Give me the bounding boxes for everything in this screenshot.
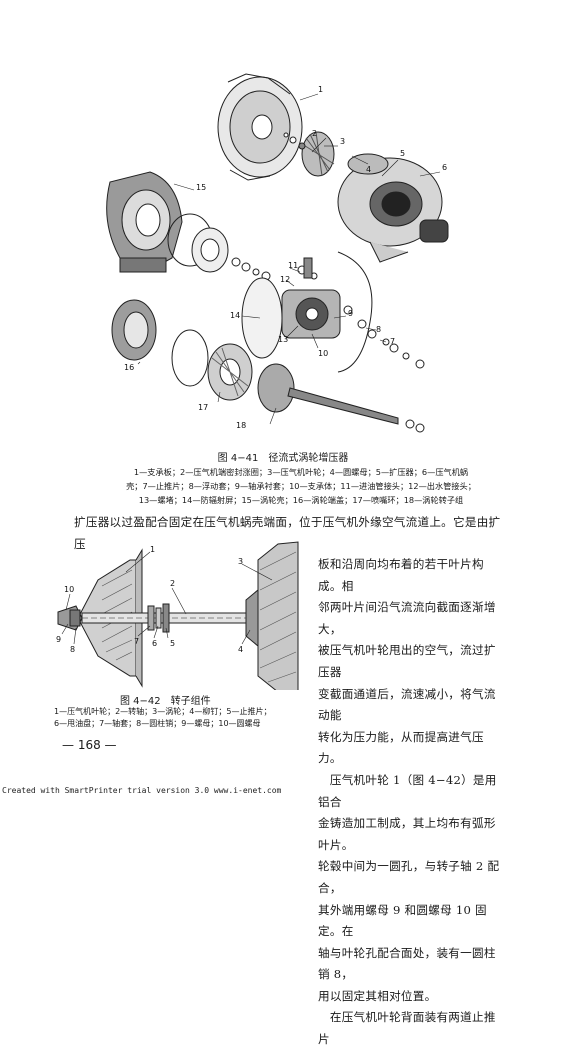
figure-4-42-caption: 图 4−42 转子组件: [120, 696, 211, 707]
support-plate-drawing: [217, 73, 303, 181]
fig41-label-12: 12: [280, 275, 290, 284]
fig41-label-11: 11: [288, 261, 298, 270]
fig42-label-8: 8: [70, 645, 75, 654]
fig42-label-6: 6: [152, 639, 157, 648]
turbine-end-cover-drawing: [111, 299, 209, 387]
legend-line: 13—螺堵；14—防辐射屏；15—涡轮壳；16—涡轮端盖；17—喷嘴环；18—涡…: [138, 495, 464, 505]
text-line: 轴与叶轮孔配合面处，装有一圆柱销 8，: [318, 945, 496, 982]
fig42-label-2: 2: [170, 579, 175, 588]
turbine-rotor-drawing: [257, 363, 425, 433]
fig41-label-4: 4: [366, 165, 371, 174]
fig41-label-2: 2: [312, 129, 317, 138]
fig42-label-3: 3: [238, 557, 243, 566]
turbine-housing-drawing: [106, 171, 183, 273]
figure-4-42-rotor-drawing: 1 2 3 4 5 6 7 8 9 10: [56, 541, 299, 690]
figure-4-41-exploded-drawing: 1 2 3 4 5 6 7 8 9 10 11 12 13 14 15 16 1…: [106, 73, 449, 433]
text-line: 转化为压力能，从而提高进气压力。: [318, 729, 484, 766]
nozzle-ring-drawing: [207, 343, 253, 401]
text-line: 轮毂中间为一圆孔，与转子轴 2 配合，: [318, 859, 500, 895]
fig41-label-8: 8: [376, 325, 381, 334]
text-line: 金铸造加工制成，其上均布有弧形叶片。: [318, 816, 496, 852]
fig41-label-13: 13: [278, 335, 288, 344]
fig41-label-15: 15: [196, 183, 206, 192]
fig41-label-18: 18: [236, 421, 246, 430]
legend-line: 1—压气机叶轮；2—转轴；3—涡轮；4—柳钉；5—止推片；: [54, 707, 272, 716]
fig42-label-5: 5: [170, 639, 175, 648]
text-line: 在压气机叶轮背面装有两道止推片: [318, 1010, 496, 1047]
figure-4-42-legend: 1—压气机叶轮；2—转轴；3—涡轮；4—柳钉；5—止推片； 6—甩油盘；7—轴套…: [54, 706, 316, 730]
fig41-label-17: 17: [198, 403, 208, 412]
fig41-label-5: 5: [400, 149, 405, 158]
legend-line: 壳；7—止推片；8—浮动套；9—轴承衬套；10—支承体；11—进油管接头；12—…: [126, 481, 476, 491]
text-line: 邻两叶片间沿气流流向截面逐渐增大，: [318, 600, 496, 636]
fig42-label-9: 9: [56, 635, 61, 644]
page-number: — 168 —: [62, 738, 117, 752]
fig41-label-1: 1: [318, 85, 323, 94]
legend-line: 6—甩油盘；7—轴套；8—圆柱销；9—螺母；10—圆螺母: [54, 719, 261, 728]
compressor-housing-drawing: [337, 153, 449, 263]
figure-4-41-legend: 1—支承板；2—压气机端密封涨圈；3—压气机叶轮；4—圆螺母；5—扩压器；6—压…: [96, 465, 506, 507]
text-line: 其外端用螺母 9 和圆螺母 10 固定。在: [318, 902, 487, 939]
body-paragraph-column: 板和沿周向均布着的若干叶片构成。相 邻两叶片间沿气流流向截面逐渐增大， 被压气机…: [318, 554, 506, 1051]
printer-footer: Created with SmartPrinter trial version …: [2, 786, 282, 795]
legend-line: 1—支承板；2—压气机端密封涨圈；3—压气机叶轮；4—圆螺母；5—扩压器；6—压…: [133, 467, 469, 477]
fig42-label-7: 7: [134, 637, 139, 646]
fig41-label-16: 16: [124, 363, 134, 372]
bearing-housing-drawing: [281, 257, 341, 339]
text-line: 板和沿周向均布着的若干叶片构成。相: [318, 557, 484, 593]
fig42-label-4: 4: [238, 645, 243, 654]
body-paragraph-1: 扩压器以过盈配合固定在压气机蜗壳端面，位于压气机外缘空气流道上。它是由扩压: [74, 515, 501, 551]
text-line: 压气机叶轮 1（图 4−42）是用铝合: [318, 772, 497, 809]
fig41-label-14: 14: [230, 311, 240, 320]
fig41-label-10: 10: [318, 349, 328, 358]
text-line: 被压气机叶轮甩出的空气，流过扩压器: [318, 643, 496, 679]
fig41-label-7: 7: [390, 337, 395, 346]
turbine-wheel-section: [245, 541, 299, 690]
compressor-wheel-drawing: [283, 131, 335, 177]
fig42-label-10: 10: [64, 585, 74, 594]
figure-4-41-caption: 图 4−41 径流式涡轮增压器: [217, 453, 349, 464]
fig42-label-1: 1: [150, 545, 155, 554]
fig41-label-9: 9: [348, 309, 353, 318]
fig41-label-6: 6: [442, 163, 447, 172]
text-line: 变截面通道后，流速减小，将气流动能: [318, 686, 496, 723]
fig41-label-3: 3: [340, 137, 345, 146]
text-line: 用以固定其相对位置。: [318, 988, 437, 1003]
